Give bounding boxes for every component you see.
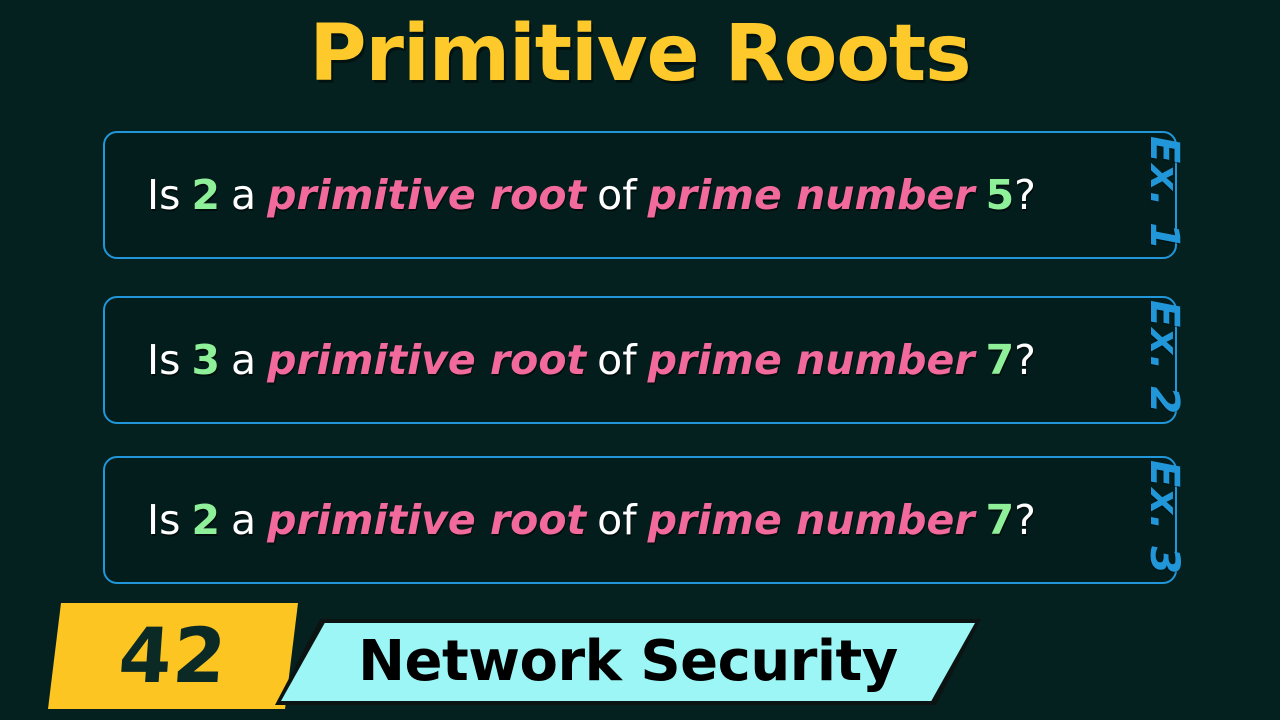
question-suffix: ?	[1014, 496, 1036, 544]
episode-number-text: 42	[116, 611, 231, 700]
example-side-label-3: Ex. 3	[1141, 460, 1187, 576]
question-phrase-primitive-root: primitive root	[267, 496, 587, 544]
question-article: a	[230, 336, 257, 384]
question-modulus: 7	[985, 496, 1015, 544]
question-base: 2	[191, 171, 220, 219]
question-phrase-prime-number: prime number	[647, 496, 975, 544]
series-title-badge: Network Security	[281, 623, 975, 701]
example-side-label-2: Ex. 2	[1141, 300, 1187, 416]
question-connector: of	[597, 336, 637, 384]
question-modulus: 5	[985, 171, 1015, 219]
series-title-text: Network Security	[358, 629, 898, 694]
question-base: 3	[191, 336, 220, 384]
question-article: a	[230, 496, 257, 544]
question-connector: of	[597, 496, 637, 544]
example-side-label-1: Ex. 1	[1141, 136, 1187, 252]
question-base: 2	[191, 496, 220, 544]
question-phrase-prime-number: prime number	[647, 171, 975, 219]
question-connector: of	[597, 171, 637, 219]
question-phrase-primitive-root: primitive root	[267, 171, 587, 219]
question-prefix: Is	[147, 496, 181, 544]
question-modulus: 7	[985, 336, 1015, 384]
question-suffix: ?	[1014, 171, 1036, 219]
question-phrase-primitive-root: primitive root	[267, 336, 587, 384]
bottom-banner: 42 Network Security	[0, 601, 1280, 711]
question-prefix: Is	[147, 336, 181, 384]
question-prefix: Is	[147, 171, 181, 219]
page-title: Primitive Roots	[309, 9, 971, 99]
question-phrase-prime-number: prime number	[647, 336, 975, 384]
question-suffix: ?	[1014, 336, 1036, 384]
question-article: a	[230, 171, 257, 219]
episode-number-badge: 42	[48, 603, 298, 709]
